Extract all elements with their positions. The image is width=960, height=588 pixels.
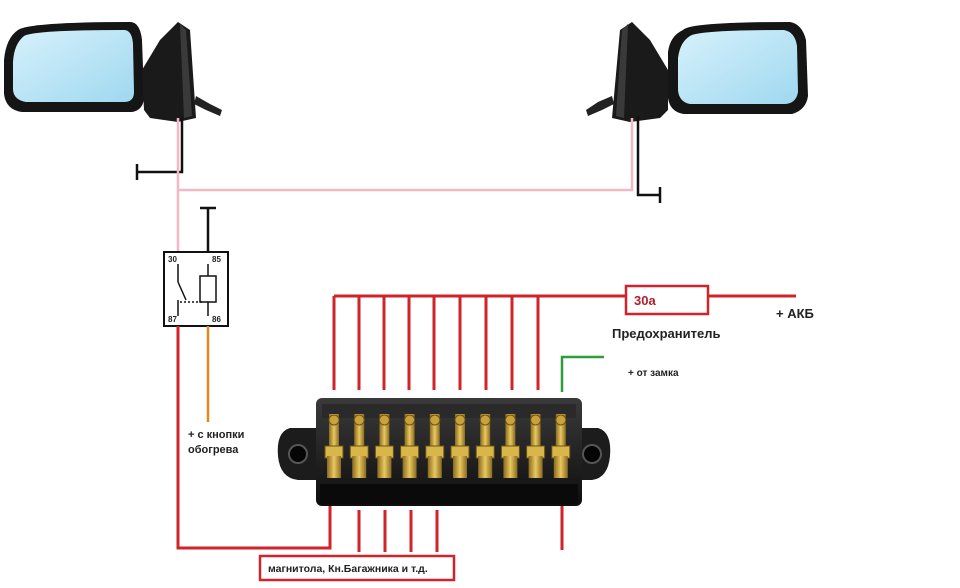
relay-pin-30: 30 — [168, 255, 177, 264]
relay-pin-85: 85 — [212, 255, 221, 264]
fuse-contact — [374, 414, 394, 478]
relay-pin-87: 87 — [168, 315, 177, 324]
ignition-label: + от замка — [628, 368, 679, 379]
fuse-contact — [551, 414, 571, 478]
heater-button-label-line1: + с кнопки — [188, 429, 244, 441]
fuse-contact — [475, 414, 495, 478]
fuse-30a: 30а — [624, 284, 710, 316]
ignition-wire — [560, 355, 604, 392]
fuse-slots — [324, 414, 571, 478]
fuse-contact — [400, 414, 420, 478]
fuse-contact — [450, 414, 470, 478]
relay-coil-icon — [199, 264, 217, 316]
mirror-ground-wires — [135, 116, 662, 252]
consumers-label-box: магнитола, Кн.Багажника и т.д. — [258, 554, 456, 582]
fuse-contact — [425, 414, 445, 478]
fuse-contact — [349, 414, 369, 478]
side-mirror-left-icon — [4, 22, 222, 122]
relay: 30 85 87 86 — [163, 251, 229, 327]
relay-pin-86: 86 — [212, 315, 221, 324]
fuse-contact — [324, 414, 344, 478]
battery-label: + АКБ — [776, 306, 814, 321]
fuse-contact — [500, 414, 520, 478]
mirror-heater-wires — [176, 118, 634, 252]
fuse-label: Предохранитель — [612, 326, 720, 341]
power-wires — [176, 294, 796, 552]
consumers-label: магнитола, Кн.Багажника и т.д. — [268, 563, 428, 575]
fuse-contact — [526, 414, 546, 478]
side-mirror-right-icon — [586, 22, 808, 122]
fuse-rating: 30а — [634, 293, 656, 308]
relay-switch-icon — [177, 264, 202, 316]
heater-button-label-line2: обогрева — [188, 444, 239, 456]
